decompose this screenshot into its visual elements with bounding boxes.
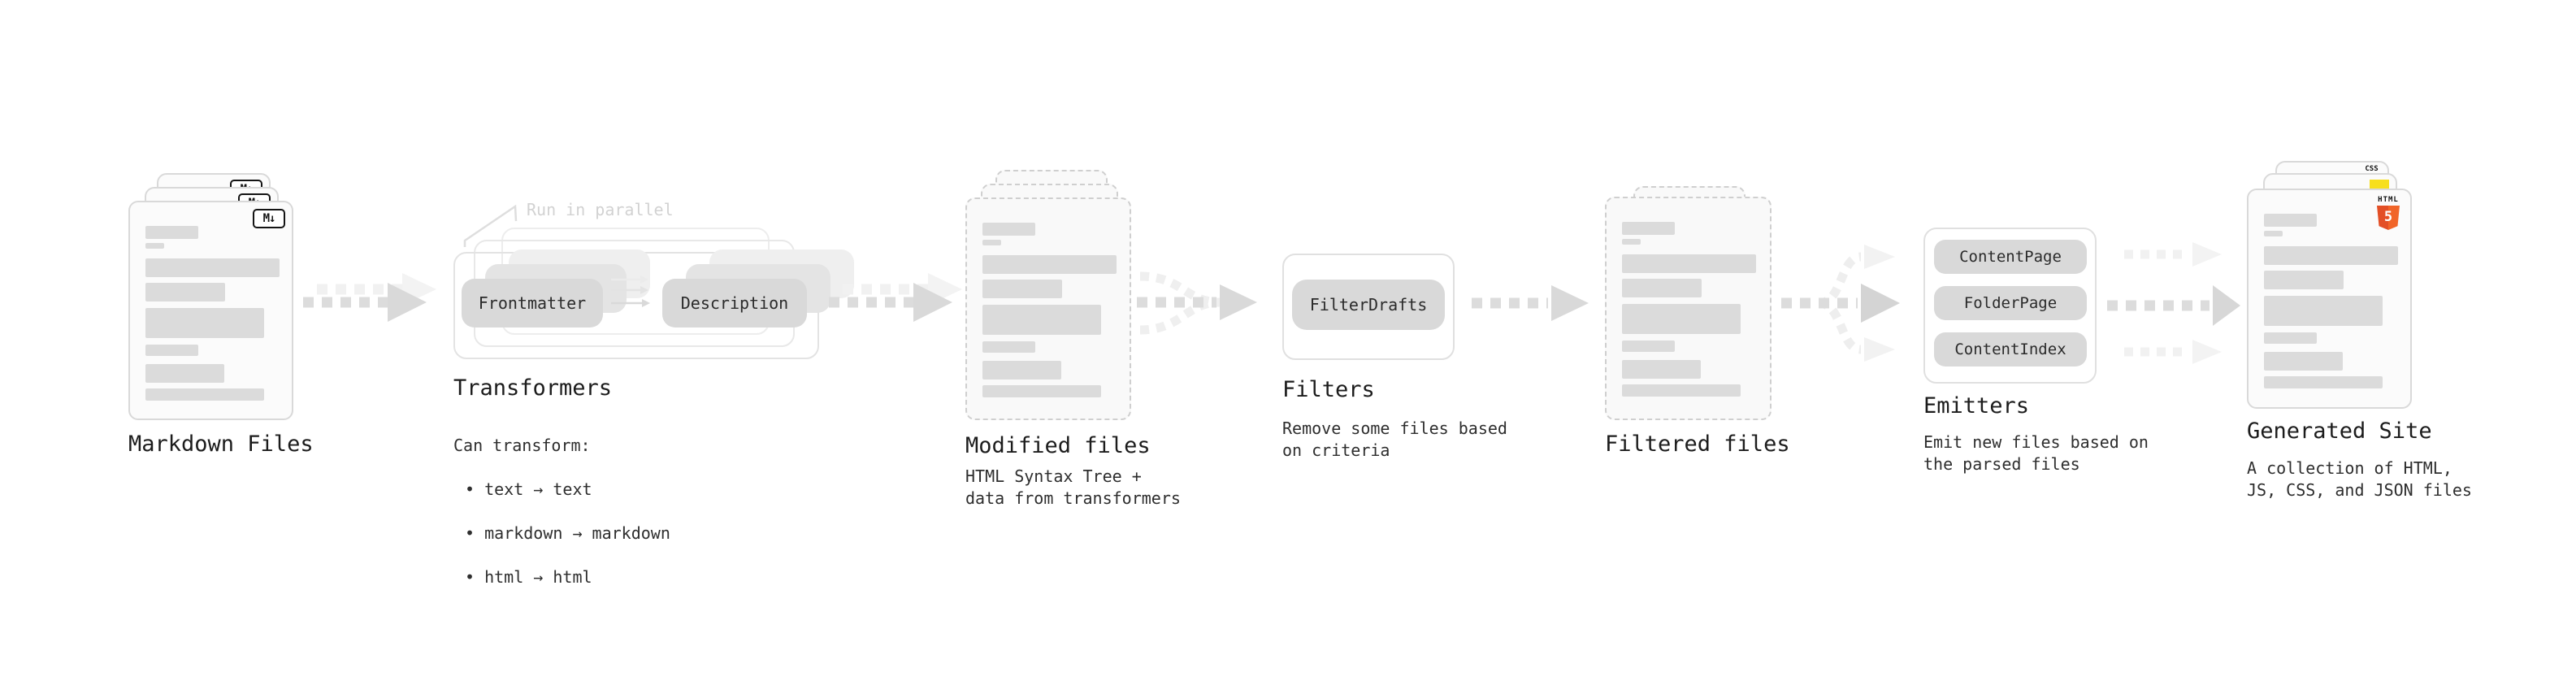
doc-placeholder-bar [982, 305, 1101, 335]
markdown-files-title: Markdown Files [128, 432, 314, 457]
content-index-chip: ContentIndex [1934, 332, 2087, 367]
flow-arrow-filters-to-filtered [1472, 285, 1589, 321]
doc-placeholder-bar [1622, 254, 1756, 273]
doc-placeholder-bar [982, 240, 1001, 245]
doc-placeholder-bar [1622, 239, 1641, 245]
caption-bullet: • html → html [465, 567, 592, 587]
description-chip: Description [662, 279, 807, 327]
run-in-parallel-annotation: Run in parallel [527, 200, 674, 219]
doc-placeholder-bar [145, 308, 264, 338]
markdown-file-card-front: M↓ [128, 201, 293, 420]
doc-placeholder-bar [2264, 214, 2317, 227]
doc-placeholder-bar [1622, 360, 1701, 379]
emitters-title: Emitters [1923, 393, 2030, 419]
doc-placeholder-bar [982, 385, 1101, 397]
doc-placeholder-bar [982, 255, 1117, 274]
doc-placeholder-bar [145, 226, 198, 239]
folder-page-chip: FolderPage [1934, 286, 2087, 320]
flow-arrow-filtered-to-emitters [1781, 245, 1900, 362]
transformers-caption: Can transform: • text → text • markdown … [453, 413, 670, 610]
modified-files-caption: HTML Syntax Tree + data from transformer… [965, 466, 1181, 508]
markdown-icon: M↓ [253, 209, 285, 228]
doc-placeholder-bar [145, 258, 280, 277]
js-icon [2370, 180, 2389, 189]
modified-files-title: Modified files [965, 433, 1151, 458]
doc-placeholder-bar [2264, 332, 2317, 344]
doc-placeholder-bar [1622, 279, 1702, 297]
filtered-file-card-front [1605, 197, 1772, 420]
html5-icon: HTML 5 [2375, 197, 2401, 230]
caption-bullet: • text → text [465, 479, 592, 499]
doc-placeholder-bar [982, 223, 1035, 236]
doc-placeholder-bar [145, 364, 224, 383]
doc-placeholder-bar [982, 280, 1062, 298]
filter-drafts-chip: FilterDrafts [1292, 280, 1445, 330]
doc-placeholder-bar [2264, 246, 2398, 265]
flow-arrow-transformers-to-modified [829, 273, 962, 322]
flow-arrow-modified-to-filters [1137, 271, 1257, 335]
emitters-caption: Emit new files based on the parsed files [1923, 432, 2149, 474]
doc-placeholder-bar [982, 341, 1035, 353]
generated-site-caption: A collection of HTML, JS, CSS, and JSON … [2247, 458, 2472, 500]
filters-title: Filters [1282, 377, 1375, 402]
flow-arrow-markdown-to-transformers [303, 273, 436, 322]
doc-placeholder-bar [145, 345, 198, 356]
doc-placeholder-bar [145, 388, 264, 401]
frontmatter-chip: Frontmatter [462, 279, 603, 327]
doc-placeholder-bar [1622, 340, 1675, 352]
caption-bullet: • markdown → markdown [465, 523, 670, 543]
doc-placeholder-bar [2264, 231, 2283, 236]
emitters-box [1923, 228, 2097, 384]
doc-placeholder-bar [1622, 222, 1675, 235]
doc-placeholder-bar [1622, 384, 1741, 397]
doc-placeholder-bar [1622, 304, 1741, 334]
transformers-title: Transformers [453, 375, 613, 401]
doc-placeholder-bar [2264, 376, 2383, 388]
filters-box [1282, 254, 1455, 360]
doc-placeholder-bar [2264, 271, 2344, 289]
doc-placeholder-bar [982, 361, 1061, 380]
modified-file-card-front [965, 197, 1131, 420]
parallel-arrows-icon [611, 275, 650, 307]
doc-placeholder-bar [2264, 352, 2343, 371]
html-file-card: HTML 5 [2247, 189, 2412, 409]
filtered-files-title: Filtered files [1605, 432, 1790, 457]
doc-placeholder-bar [2264, 296, 2383, 326]
flow-arrows-emitters-to-site [2107, 242, 2240, 364]
annotation-leader-line [463, 204, 518, 247]
filters-caption: Remove some files based on criteria [1282, 419, 1507, 460]
doc-placeholder-bar [145, 243, 164, 249]
content-page-chip: ContentPage [1934, 240, 2087, 274]
caption-heading: Can transform: [453, 436, 591, 455]
doc-placeholder-bar [145, 283, 225, 301]
generated-site-title: Generated Site [2247, 419, 2432, 444]
